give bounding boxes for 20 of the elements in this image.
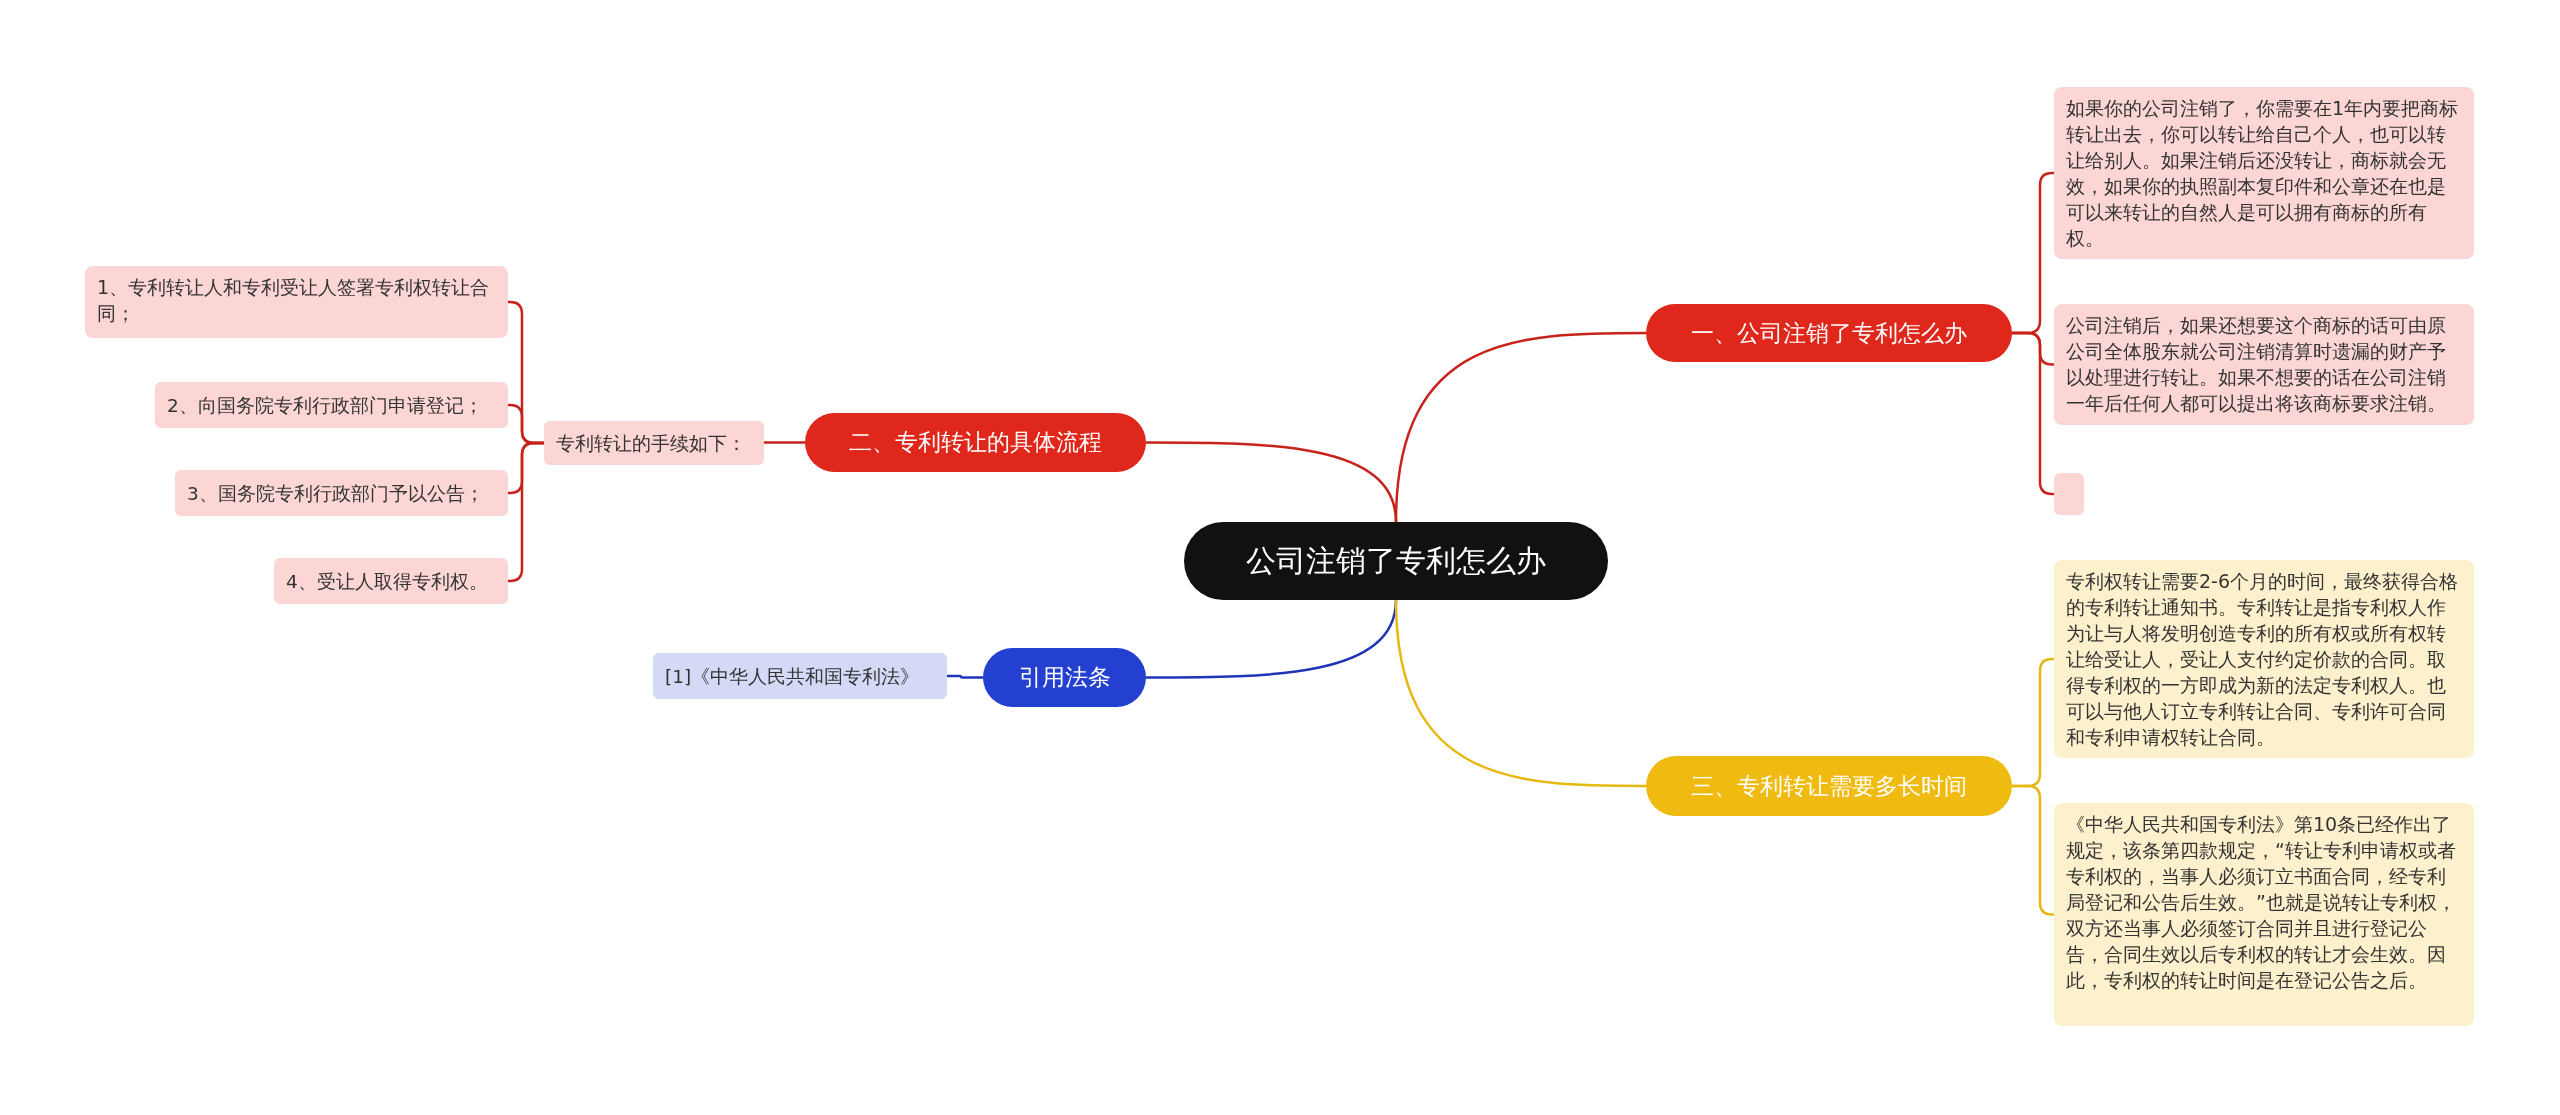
connector-line (1394, 599, 1646, 788)
branch-topic: 一、公司注销了专利怎么办 (1646, 304, 2012, 362)
note-card: 专利权转让需要2-6个月的时间，最终获得合格的专利转让通知书。专利转让是指专利权人作为让与人将发明创造专利的所有权或所有权转让给受让人，受让人支付约定价款的合同。取得专利权的一方即成为新的法定专利权人。也可以与他人订立专利转让合同、专利许可合同和专利申请权转让合同。 (2054, 560, 2474, 758)
note-card: 公司注销后，如果还想要这个商标的话可由原公司全体股东就公司注销清算时遗漏的财产予以处理进行转让。如果不想要的话在公司注销一年后任何人都可以提出将该商标要求注销。 (2054, 304, 2474, 425)
central-topic: 公司注销了专利怎么办 (1184, 522, 1608, 600)
step-card: 3、国务院专利行政部门予以公告； (175, 470, 508, 516)
connector-line (1146, 441, 1398, 523)
citation-card: [1]《中华人民共和国专利法》 (653, 653, 947, 699)
branch-topic: 三、专利转让需要多长时间 (1646, 756, 2012, 816)
step-card: 4、受让人取得专利权。 (274, 558, 508, 604)
step-card: 1、专利转让人和专利受让人签署专利权转让合同； (85, 266, 508, 338)
subtopic-label: 专利转让的手续如下： (544, 421, 764, 465)
note-card: 如果你的公司注销了，你需要在1年内要把商标转让出去，你可以转让给自己个人，也可以转让给别人。如果注销后还没转让，商标就会无效，如果你的执照副本复印件和公章还在也是可以来转让的自然人是可以拥有商标的所有权。 (2054, 87, 2474, 259)
connector-line (764, 441, 805, 444)
branch-topic: 二、专利转让的具体流程 (805, 413, 1146, 472)
connector-line (947, 674, 983, 679)
empty-note-box (2054, 473, 2084, 515)
branch-topic: 引用法条 (983, 648, 1146, 707)
step-card: 2、向国务院专利行政部门申请登记； (155, 382, 508, 428)
note-card: 《中华人民共和国专利法》第10条已经作出了规定，该条第四款规定，“转让专利申请权或者专利权的，当事人必须订立书面合同，经专利局登记和公告后生效。”也就是说转让专利权，双方还当事人必须签订合同并且进行登记公告，合同生效以后专利权的转让才会生效。因此，专利权的转让时间是在登记公告之后。 (2054, 803, 2474, 1026)
